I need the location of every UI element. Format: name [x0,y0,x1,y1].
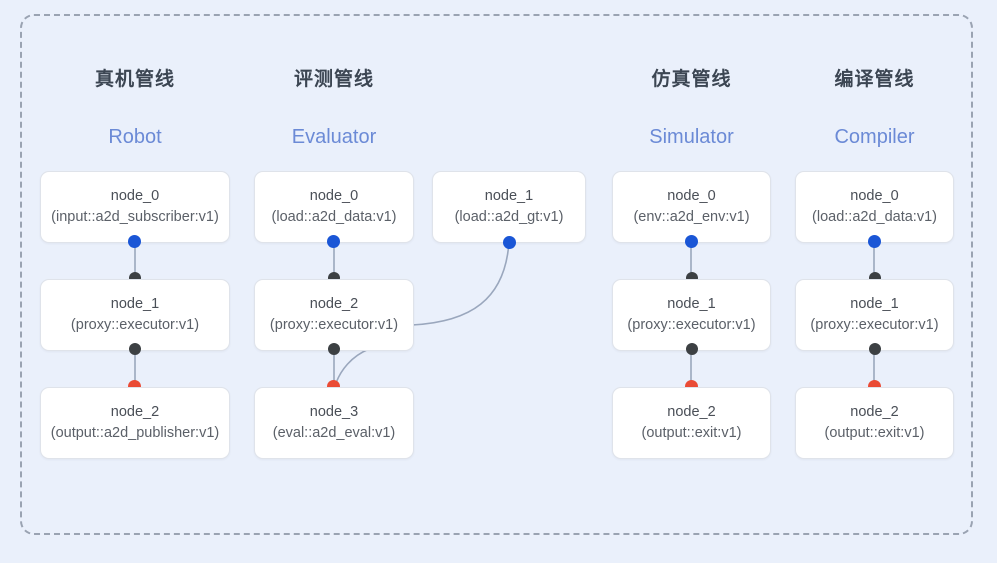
node-name: node_2 [110,403,160,420]
port-input-simulator-0[interactable] [685,235,698,248]
node-name: node_0 [667,187,716,204]
column-title-en-simulator: Simulator [649,126,734,148]
node-simulator-0[interactable]: node_0 (env::a2d_env:v1) [612,171,771,243]
node-simulator-1[interactable]: node_1 (proxy::executor:v1) [612,279,771,351]
port-input-robot-0[interactable] [128,235,141,248]
node-type: (input::a2d_subscriber:v1) [51,209,219,225]
node-evaluator-0[interactable]: node_0 (load::a2d_data:v1) [254,171,414,243]
node-type: (eval::a2d_eval:v1) [272,425,396,441]
node-compiler-0[interactable]: node_0 (load::a2d_data:v1) [795,171,954,243]
column-title-cn-evaluator: 评测管线 [293,69,374,90]
node-robot-2[interactable]: node_2 (output::a2d_publisher:v1) [40,387,230,459]
node-type: (load::a2d_gt:v1) [454,209,564,225]
node-type: (load::a2d_data:v1) [812,209,937,225]
column-title-cn-simulator: 仿真管线 [651,69,732,90]
column-title-en-compiler: Compiler [834,126,915,148]
node-name: node_3 [309,403,359,420]
port-link-evaluator-2-out[interactable] [328,343,340,355]
node-robot-1[interactable]: node_1 (proxy::executor:v1) [40,279,230,351]
node-name: node_0 [309,187,359,204]
node-type: (proxy::executor:v1) [627,317,756,333]
node-name: node_2 [309,295,359,312]
port-input-evaluator-gt[interactable] [503,236,516,249]
node-name: node_0 [850,187,899,204]
column-title-cn-compiler: 编译管线 [834,69,915,90]
node-name: node_1 [667,295,716,312]
node-evaluator-3[interactable]: node_3 (eval::a2d_eval:v1) [254,387,414,459]
port-input-evaluator-0[interactable] [327,235,340,248]
node-simulator-2[interactable]: node_2 (output::exit:v1) [612,387,771,459]
node-type: (load::a2d_data:v1) [271,209,397,225]
node-type: (output::a2d_publisher:v1) [50,425,220,441]
node-type: (proxy::executor:v1) [70,317,200,333]
node-name: node_1 [850,295,899,312]
node-type: (proxy::executor:v1) [269,317,399,333]
node-robot-0[interactable]: node_0 (input::a2d_subscriber:v1) [40,171,230,243]
node-type: (env::a2d_env:v1) [633,209,750,225]
node-name: node_1 [110,295,160,312]
node-name: node_2 [850,403,899,420]
port-link-simulator-1-out[interactable] [686,343,698,355]
column-title-en-evaluator: Evaluator [291,126,377,148]
node-compiler-2[interactable]: node_2 (output::exit:v1) [795,387,954,459]
node-compiler-1[interactable]: node_1 (proxy::executor:v1) [795,279,954,351]
node-name: node_0 [110,187,160,204]
node-name: node_1 [484,187,534,204]
port-input-compiler-0[interactable] [868,235,881,248]
node-evaluator-2[interactable]: node_2 (proxy::executor:v1) [254,279,414,351]
node-name: node_2 [667,403,716,420]
port-link-compiler-1-out[interactable] [869,343,881,355]
column-title-cn-robot: 真机管线 [94,69,175,90]
node-type: (proxy::executor:v1) [810,317,939,333]
column-title-en-robot: Robot [108,126,162,148]
node-evaluator-gt[interactable]: node_1 (load::a2d_gt:v1) [432,171,586,243]
node-type: (output::exit:v1) [641,425,742,441]
port-link-robot-1-out[interactable] [129,343,141,355]
node-type: (output::exit:v1) [824,425,925,441]
